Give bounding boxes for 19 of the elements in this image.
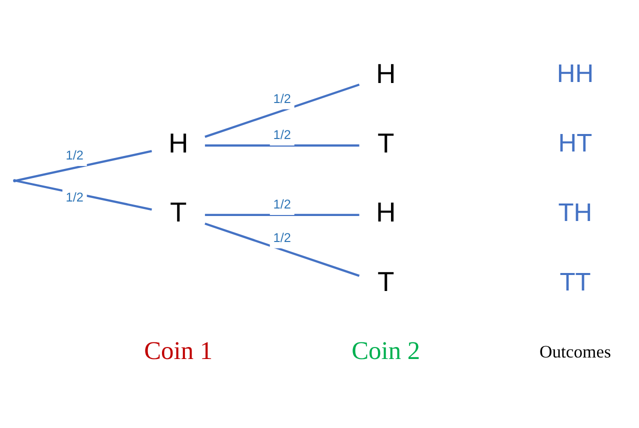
edge-label: 1/2 — [66, 190, 84, 205]
node-text: H — [168, 127, 188, 158]
label: HT — [558, 130, 592, 158]
edge-label: 1/2 — [66, 148, 84, 163]
label: HH — [556, 60, 594, 88]
label: TH — [558, 199, 592, 228]
label: Coin 1 — [144, 336, 213, 366]
node-text: T — [377, 127, 394, 158]
node-text: H — [376, 196, 396, 228]
edge-label: 1/2 — [273, 90, 291, 106]
node-text: T — [170, 196, 187, 228]
edge-label: 1/2 — [273, 127, 291, 142]
label: Coin 2 — [352, 336, 420, 366]
node-text: T — [377, 266, 394, 298]
edge-label: 1/2 — [273, 230, 291, 245]
label: Outcomes — [540, 341, 611, 362]
node-text: H — [376, 58, 396, 89]
label: TT — [560, 268, 591, 297]
edge-label: 1/2 — [273, 196, 291, 212]
